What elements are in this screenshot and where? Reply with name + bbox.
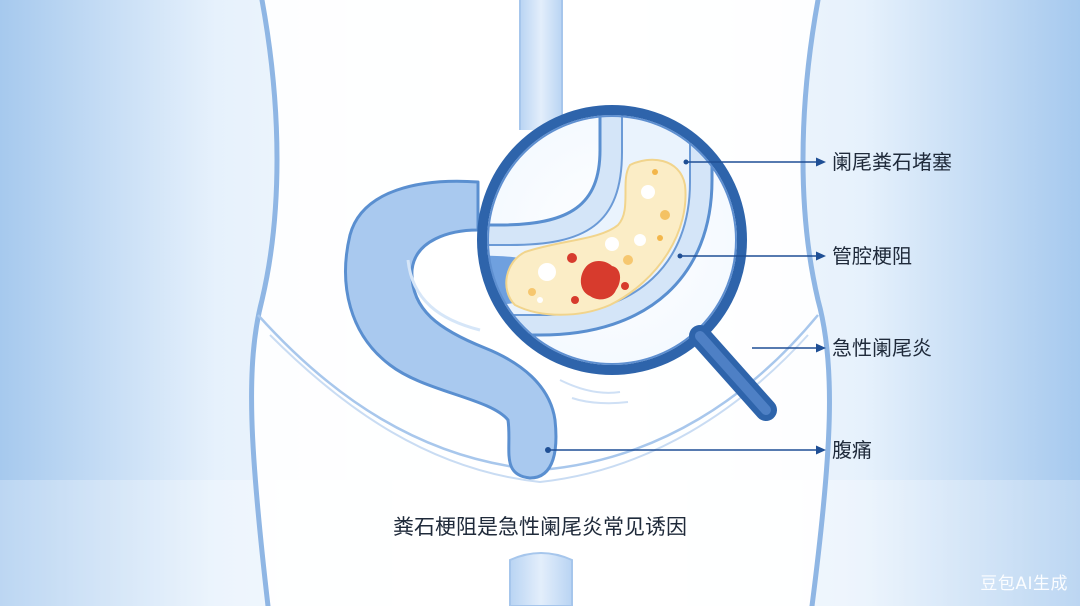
intestine — [344, 179, 629, 480]
label-lumen-obstruction: 管腔梗阻 — [832, 244, 912, 268]
label-fecalith-obstruction: 阑尾粪石堵塞 — [832, 150, 952, 174]
diagram-caption: 粪石梗阻是急性阑尾炎常见诱因 — [393, 515, 687, 539]
magnifying-glass-icon — [477, 105, 777, 421]
spine — [509, 0, 573, 606]
ai-watermark: 豆包AI生成 — [980, 574, 1068, 594]
label-acute-appendicitis: 急性阑尾炎 — [832, 336, 932, 360]
label-abdominal-pain: 腹痛 — [832, 438, 872, 462]
pointer-lines — [545, 157, 826, 455]
